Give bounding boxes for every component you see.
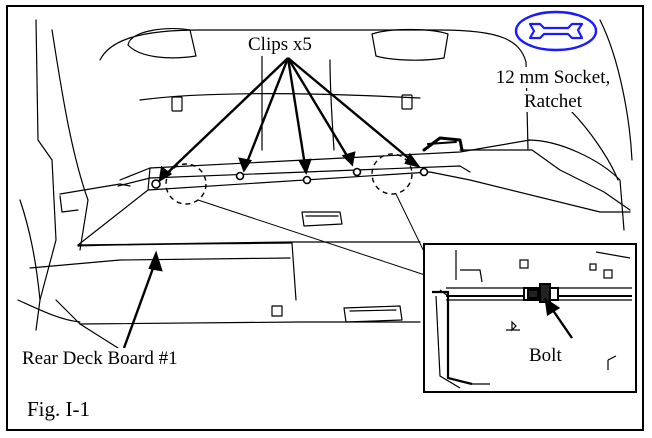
clip-hole-5 (419, 167, 429, 177)
wrench-icon (514, 10, 598, 52)
clip-hole-3 (302, 175, 312, 185)
clip-hole-4 (352, 167, 362, 177)
figure-caption: Fig. I-1 (27, 397, 90, 421)
left-side-wall (35, 19, 57, 331)
bolt-shape (523, 283, 559, 303)
right-side-wall (599, 19, 633, 161)
bolt-label: Bolt (527, 345, 564, 367)
detail-circle-right (371, 153, 413, 195)
clip-hole-1 (151, 179, 161, 189)
tool-label: 12 mm Socket, Ratchet (478, 66, 628, 114)
seat-headrest-left (127, 27, 197, 59)
bolt-arrow (544, 297, 573, 339)
clip-arrows (158, 57, 421, 183)
rear-seat-back (99, 29, 529, 151)
tool-label-line1: 12 mm Socket, (494, 67, 612, 88)
clip-hole-2 (235, 171, 245, 181)
detail-circle-left (165, 163, 207, 205)
deck-board-1 (77, 171, 631, 246)
seat-headrest-right (371, 28, 449, 61)
clip-holes (151, 167, 429, 189)
clips-label: Clips x5 (246, 34, 314, 56)
tool-label-line2: Ratchet (522, 91, 584, 112)
bolt-detail-inset (423, 243, 637, 393)
deck-board-label: Rear Deck Board #1 (20, 348, 180, 370)
deck-board-arrow (122, 250, 163, 349)
